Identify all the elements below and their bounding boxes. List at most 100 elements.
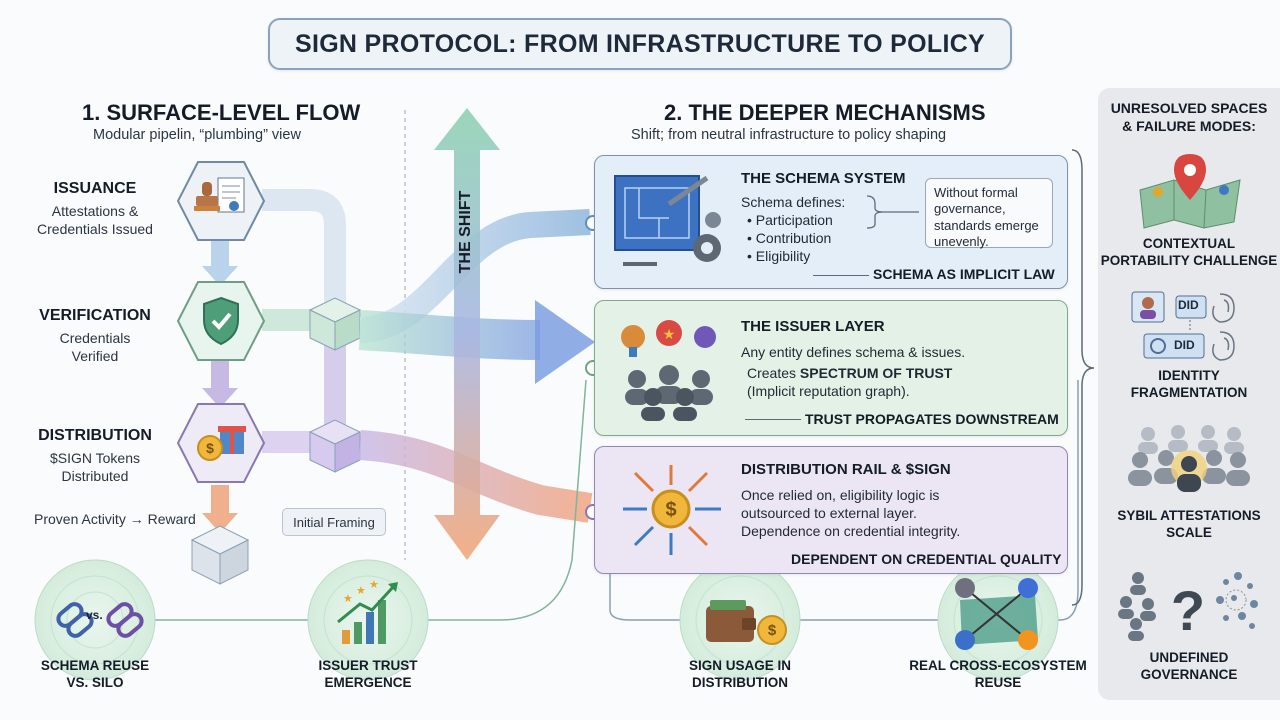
distribution-card-line-3: Dependence on credential integrity. xyxy=(741,523,961,539)
side-item-sybil: SYBIL ATTESTATIONS SCALE xyxy=(1098,508,1280,542)
coin-distribution-icon: $ xyxy=(623,465,721,555)
schema-card-title: THE SCHEMA SYSTEM xyxy=(741,170,906,187)
bottom-block-cube xyxy=(190,525,250,585)
step-distribution: DISTRIBUTION $SIGN Tokens Distributed xyxy=(20,427,170,485)
side-item-identity: IDENTITY FRAGMENTATION xyxy=(1098,368,1280,402)
step-issuance-desc-1: Attestations & xyxy=(51,203,139,219)
schema-bullet-eligibility: • Eligibility xyxy=(747,248,811,264)
growth-chart-icon: ★ ★ ★ xyxy=(337,579,398,644)
step-verification: VERIFICATION Credentials Verified xyxy=(20,307,170,365)
side-item-portability-1: CONTEXTUAL xyxy=(1142,236,1236,251)
distribution-card-footer: DEPENDENT ON CREDENTIAL QUALITY xyxy=(791,551,1062,567)
step-verification-desc-1: Credentials xyxy=(59,330,131,346)
left-section-subheading: Modular pipelin, “plumbing” view xyxy=(93,127,301,143)
step-issuance: ISSUANCE Attestations & Credentials Issu… xyxy=(20,180,170,238)
svg-text:★: ★ xyxy=(356,585,366,597)
issuer-card-line-2-bold: SPECTRUM OF TRUST xyxy=(799,365,953,381)
schema-bullet-contribution: • Contribution xyxy=(747,230,832,246)
step-verification-title: VERIFICATION xyxy=(39,307,151,324)
blueprint-icon xyxy=(614,175,721,266)
step-issuance-title: ISSUANCE xyxy=(53,180,137,197)
governance-question-icon: ? xyxy=(1118,572,1258,642)
map-pin-icon xyxy=(1139,154,1241,229)
issuer-card-footer: TRUST PROPAGATES DOWNSTREAM xyxy=(805,411,1059,427)
schema-card-intro: Schema defines: xyxy=(741,194,846,210)
schema-system-card: THE SCHEMA SYSTEM Schema defines: • Part… xyxy=(594,155,1068,289)
side-item-identity-1: IDENTITY xyxy=(1158,368,1220,383)
svg-text:$: $ xyxy=(665,499,676,521)
svg-text:★: ★ xyxy=(663,326,676,342)
step-distribution-desc-1: $SIGN Tokens xyxy=(49,450,140,466)
coin-icon: $ xyxy=(757,615,787,645)
step-verification-desc-2: Verified xyxy=(71,348,119,365)
hexagon-issuance xyxy=(176,161,266,241)
right-section-subheading: Shift; from neutral infrastructure to po… xyxy=(631,127,947,143)
issuer-card-line-2: Creates SPECTRUM OF TRUST xyxy=(747,364,952,382)
circle-sign-usage: $ xyxy=(679,559,801,681)
hexagon-verification xyxy=(176,281,266,361)
coin-gift-icon: $ xyxy=(197,426,246,461)
distribution-card-title: DISTRIBUTION RAIL & $SIGN xyxy=(741,461,951,478)
svg-text:★: ★ xyxy=(343,593,353,605)
svg-text:?: ? xyxy=(1171,579,1205,642)
circle-cross-ecosystem xyxy=(937,559,1059,681)
svg-text:★: ★ xyxy=(369,579,379,591)
network-map-icon xyxy=(955,578,1038,650)
wallet-icon xyxy=(706,600,756,642)
shift-double-arrow xyxy=(434,108,500,560)
side-item-governance-1: UNDEFINED xyxy=(1149,650,1229,665)
schema-bullet-participation: • Participation xyxy=(747,212,833,228)
schema-card-footer: SCHEMA AS IMPLICIT LAW xyxy=(873,266,1055,282)
hexagon-distribution: $ xyxy=(176,403,266,483)
left-section-heading: 1. SURFACE-LEVEL FLOW xyxy=(82,100,361,125)
schema-brace xyxy=(866,195,919,229)
stamp-document-icon xyxy=(194,177,245,213)
side-item-portability: CONTEXTUAL PORTABILITY CHALLENGE xyxy=(1098,236,1280,270)
connector-bottom-right xyxy=(609,380,1079,621)
flow-arrowhead-3 xyxy=(202,513,238,533)
flow-arrowhead-mid xyxy=(535,300,595,384)
pipe-issuance xyxy=(262,189,346,320)
step-issuance-desc-2: Credentials Issued xyxy=(37,221,153,238)
issuer-card-line-2-prefix: Creates xyxy=(747,365,800,381)
page-title: SIGN PROTOCOL: FROM INFRASTRUCTURE TO PO… xyxy=(268,18,1012,70)
bottom-label-sign-usage-1: SIGN USAGE IN xyxy=(688,658,791,673)
identity-icons xyxy=(1131,291,1235,361)
issuer-footer-rule xyxy=(745,419,801,420)
side-item-sybil-1: SYBIL ATTESTATIONS xyxy=(1117,508,1261,523)
circle-issuer-trust: ★ ★ ★ xyxy=(307,559,429,681)
side-item-governance: UNDEFINED GOVERNANCE xyxy=(1098,650,1280,684)
circle-schema-reuse xyxy=(34,559,156,681)
bottom-label-issuer-trust-2: EMERGENCE xyxy=(324,674,412,690)
schema-governance-note: Without formal governance, standards eme… xyxy=(925,178,1053,249)
bottom-label-schema-reuse-1: SCHEMA REUSE xyxy=(40,658,150,673)
people-badges-icon: ★ xyxy=(621,320,716,421)
bottom-label-cross-ecosystem: REAL CROSS-ECOSYSTEM REUSE xyxy=(898,658,1098,692)
shield-check-icon xyxy=(203,296,239,346)
svg-text:$: $ xyxy=(206,440,214,456)
chain-icon xyxy=(56,602,144,638)
bottom-label-sign-usage-2: DISTRIBUTION xyxy=(692,674,788,690)
shift-label: THE SHIFT xyxy=(457,190,474,274)
side-heading-1: UNRESOLVED SPACES xyxy=(1110,100,1268,116)
failure-modes-panel: UNRESOLVED SPACES & FAILURE MODES: CONTE… xyxy=(1098,88,1280,700)
schema-reuse-vs-text: vs. xyxy=(86,608,103,622)
bottom-label-schema-reuse-2: VS. SILO xyxy=(66,674,124,690)
bottom-label-issuer-trust: ISSUER TRUST EMERGENCE xyxy=(293,658,443,692)
pipe-vertical xyxy=(324,320,346,442)
distribution-card-line-1: Once relied on, eligibility logic is xyxy=(741,487,940,503)
flow-arrow-1 xyxy=(211,238,229,268)
proven-activity-text: Proven Activity → Reward xyxy=(34,511,196,527)
junction-cube-bottom xyxy=(308,419,362,473)
flow-arrow-3 xyxy=(211,485,229,515)
side-item-identity-2: FRAGMENTATION xyxy=(1130,384,1248,400)
step-distribution-desc-2: Distributed xyxy=(61,468,129,485)
bottom-label-issuer-trust-1: ISSUER TRUST xyxy=(318,658,418,673)
junction-cube-top xyxy=(308,297,362,351)
distribution-rail-card: $ DISTRIBUTION RAIL & $SIGN Once relied … xyxy=(594,446,1068,574)
schema-footer-rule xyxy=(813,275,869,276)
side-item-sybil-2: SCALE xyxy=(1166,524,1212,540)
side-item-governance-2: GOVERNANCE xyxy=(1140,666,1238,682)
did-badge-2: DID xyxy=(1174,338,1195,352)
